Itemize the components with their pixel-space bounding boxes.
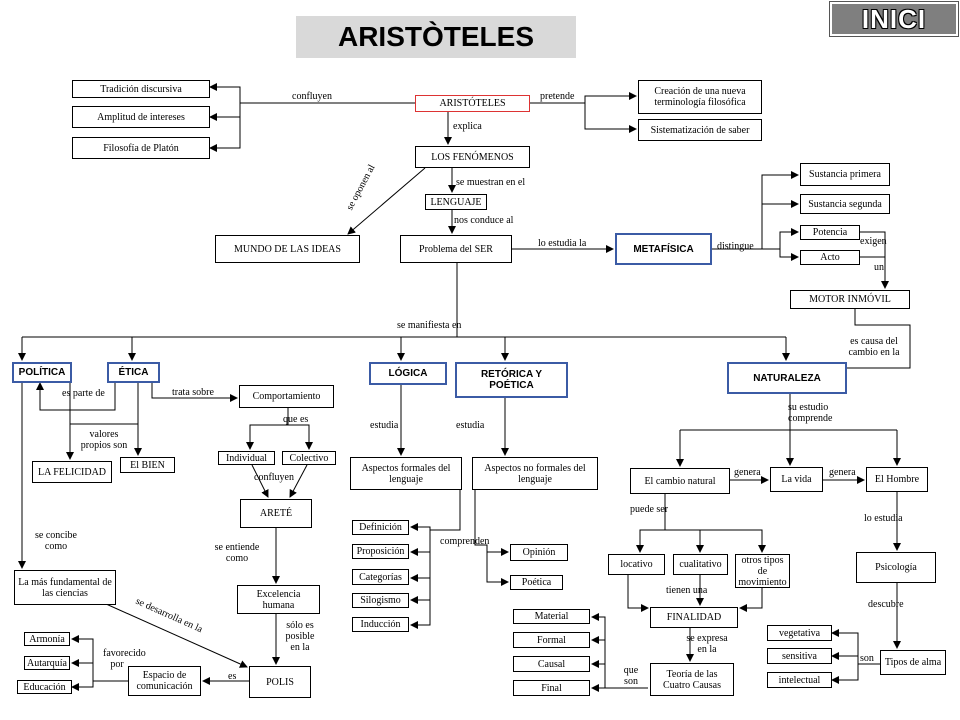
node-creacion: Creación de una nueva terminología filos… (638, 80, 762, 114)
node-sensitiva: sensitiva (767, 648, 832, 664)
label-se-muestran: se muestran en el (456, 177, 526, 188)
node-comportamiento: Comportamiento (239, 385, 334, 408)
label-confluyen-arete: confluyen (254, 472, 294, 483)
label-que-son: que son (623, 665, 639, 687)
node-autarquia: Autarquía (24, 656, 70, 670)
label-que-es: que es (283, 414, 309, 425)
label-nos-conduce: nos conduce al (454, 215, 514, 226)
node-locativo: locativo (608, 554, 665, 575)
node-material: Material (513, 609, 590, 624)
node-categorias: Categorías (352, 569, 409, 585)
node-aspectos-no-formales: Aspectos no formales del lenguaje (472, 457, 598, 490)
node-definicion: Definición (352, 520, 409, 535)
node-sustancia-segunda: Sustancia segunda (800, 194, 890, 214)
node-tradicion: Tradición discursiva (72, 80, 210, 98)
label-es-parte: es parte de (62, 388, 105, 399)
label-es: es (228, 671, 237, 682)
label-su-estudio: su estudio comprende (788, 402, 833, 424)
label-estudia-logica: estudia (370, 420, 399, 431)
label-son: son (860, 653, 874, 664)
label-genera-2: genera (829, 467, 856, 478)
node-espacio: Espacio de comunicación (128, 666, 201, 696)
label-lo-estudia: lo estudia la (538, 238, 587, 249)
node-intelectual: intelectual (767, 672, 832, 688)
node-cambio-natural: El cambio natural (630, 468, 730, 494)
node-individual: Individual (218, 451, 275, 465)
node-induccion: Inducción (352, 617, 409, 632)
home-button[interactable]: INICI (830, 2, 958, 36)
label-solo-es: sólo es posible en la (285, 620, 315, 653)
node-formal: Formal (513, 632, 590, 648)
label-distingue: distingue (717, 241, 754, 252)
node-psicologia: Psicología (856, 552, 936, 583)
node-amplitud: Amplitud de intereses (72, 106, 210, 128)
label-descubre: descubre (868, 599, 904, 610)
node-polis: POLIS (249, 666, 311, 698)
node-motor-inmovil: MOTOR INMÓVIL (790, 290, 910, 309)
node-metafisica: METAFÍSICA (615, 233, 712, 265)
page-title: ARISTÒTELES (296, 16, 576, 58)
node-fenomenos: LOS FENÓMENOS (415, 146, 530, 168)
node-armonia: Armonía (24, 632, 70, 646)
node-final: Final (513, 680, 590, 696)
label-un: un (874, 262, 884, 273)
label-comprenden: comprenden (440, 536, 490, 547)
node-cualitativo: cualitativo (673, 554, 728, 575)
node-naturaleza: NATURALEZA (727, 362, 847, 394)
label-favorecido: favorecido por (103, 648, 146, 670)
node-arete: ARETÉ (240, 499, 312, 528)
node-colectivo: Colectivo (282, 451, 336, 465)
label-pretende: pretende (540, 91, 575, 102)
node-educacion: Educación (17, 680, 72, 694)
node-bien: El BIEN (120, 457, 175, 473)
node-finalidad: FINALIDAD (650, 607, 738, 628)
node-otros-tipos: otros tipos de movimiento (735, 554, 790, 588)
node-proposicion: Proposición (352, 544, 409, 559)
label-exigen: exigen (860, 236, 887, 247)
label-estudia-retorica: estudia (456, 420, 485, 431)
node-problema-ser: Problema del SER (400, 235, 512, 263)
node-vegetativa: vegetativa (767, 625, 832, 641)
label-confluyen: confluyen (292, 91, 332, 102)
node-sistematizacion: Sistematización de saber (638, 119, 762, 141)
label-se-entiende: se entiende como (214, 542, 260, 564)
label-se-manifiesta: se manifiesta en (397, 320, 462, 331)
node-tipos-alma: Tipos de alma (880, 650, 946, 675)
node-poetica: Poética (510, 575, 563, 590)
label-genera-1: genera (734, 467, 761, 478)
node-la-vida: La vida (770, 467, 823, 492)
label-se-concibe: se concibe como (35, 530, 77, 552)
node-teoria-causas: Teoría de las Cuatro Causas (650, 663, 734, 696)
node-acto: Acto (800, 250, 860, 265)
label-tienen-una: tienen una (666, 585, 708, 596)
node-causal: Causal (513, 656, 590, 672)
label-valores: valores propios son (80, 429, 128, 451)
label-es-causa: es causa del cambio en la (848, 336, 900, 358)
node-excelencia: Excelencia humana (237, 585, 320, 614)
label-se-expresa: se expresa en la (686, 633, 728, 655)
label-explica: explica (453, 121, 482, 132)
label-puede-ser: puede ser (630, 504, 669, 515)
node-aspectos-formales: Aspectos formales del lenguaje (350, 457, 462, 490)
node-opinion: Opinión (510, 544, 568, 561)
node-sustancia-primera: Sustancia primera (800, 163, 890, 186)
node-silogismo: Silogismo (352, 593, 409, 608)
node-mundo-ideas: MUNDO DE LAS IDEAS (215, 235, 360, 263)
node-mas-fundamental: La más fundamental de las ciencias (14, 570, 116, 605)
node-lenguaje: LENGUAJE (425, 194, 487, 210)
node-felicidad: LA FELICIDAD (32, 461, 112, 483)
node-logica: LÓGICA (369, 362, 447, 385)
node-el-hombre: El Hombre (866, 467, 928, 492)
node-politica: POLÍTICA (12, 362, 72, 383)
node-etica: ÉTICA (107, 362, 160, 383)
label-lo-estudia-hombre: lo estudia (864, 513, 903, 524)
node-aristoteles: ARISTÓTELES (415, 95, 530, 112)
label-trata-sobre: trata sobre (172, 387, 214, 398)
node-filosofia-platon: Filosofía de Platón (72, 137, 210, 159)
node-potencia: Potencia (800, 225, 860, 240)
node-retorica: RETÓRICA Y POÉTICA (455, 362, 568, 398)
